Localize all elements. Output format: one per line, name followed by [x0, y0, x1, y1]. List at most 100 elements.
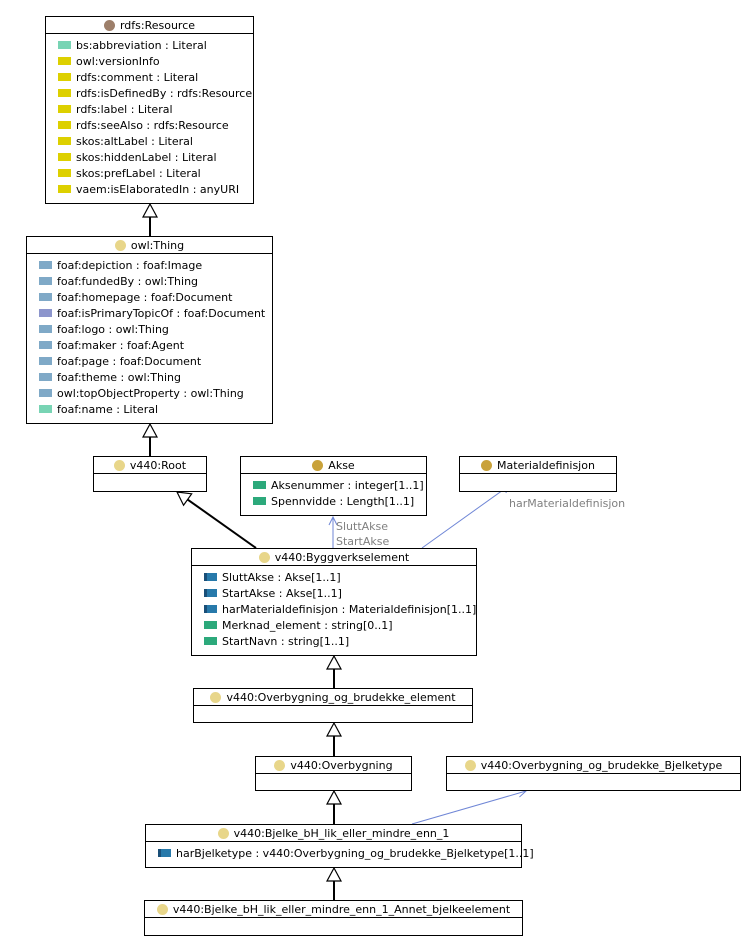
annotation-property-icon — [58, 137, 71, 145]
attribute-row[interactable]: rdfs:label : Literal — [58, 101, 253, 117]
attribute-row[interactable]: StartNavn : string[1..1] — [204, 633, 476, 649]
object-property-icon — [39, 277, 52, 285]
class-v440-overbygning[interactable]: v440:Overbygning — [255, 756, 412, 791]
attribute-label: harMaterialdefinisjon : Materialdefinisj… — [222, 602, 477, 616]
attribute-row[interactable]: Spennvidde : Length[1..1] — [253, 493, 426, 509]
annotation-property-icon — [58, 89, 71, 97]
object-alt-property-icon — [39, 309, 52, 317]
class-v440-bjelke-bh-lik-eller-mindre-enn-1[interactable]: v440:Bjelke_bH_lik_eller_mindre_enn_1 ha… — [145, 824, 534, 868]
association-line-bjelketype — [411, 790, 527, 825]
attribute-label: foaf:fundedBy : owl:Thing — [57, 274, 199, 288]
attribute-label: foaf:maker : foaf:Agent — [57, 338, 185, 352]
generalization-arrow-icon — [325, 721, 343, 737]
class-v440-bjelke-annet-bjelkeelement[interactable]: v440:Bjelke_bH_lik_eller_mindre_enn_1_An… — [144, 900, 523, 936]
object-dark-property-icon — [204, 573, 217, 581]
attribute-row[interactable]: foaf:isPrimaryTopicOf : foaf:Document — [39, 305, 272, 321]
class-header: v440:Overbygning_og_brudekke_Bjelketype — [447, 757, 740, 774]
attribute-label: StartNavn : string[1..1] — [222, 634, 350, 648]
annotation-property-icon — [58, 185, 71, 193]
attribute-row[interactable]: foaf:fundedBy : owl:Thing — [39, 273, 272, 289]
class-header: v440:Overbygning — [256, 757, 411, 774]
attribute-label: skos:hiddenLabel : Literal — [76, 150, 217, 164]
class-v440-root[interactable]: v440:Root — [93, 456, 207, 492]
object-property-icon — [39, 357, 52, 365]
attribute-row[interactable]: foaf:page : foaf:Document — [39, 353, 272, 369]
class-attributes: SluttAkse : Akse[1..1] StartAkse : Akse[1… — [192, 566, 476, 652]
generalization-arrow-icon — [175, 491, 193, 507]
annotation-property-icon — [58, 57, 71, 65]
attribute-label: foaf:name : Literal — [57, 402, 159, 416]
attribute-row[interactable]: Merknad_element : string[0..1] — [204, 617, 476, 633]
attribute-label: vaem:isElaboratedIn : anyURI — [76, 182, 240, 196]
class-attributes — [460, 474, 616, 480]
data-property-icon — [204, 621, 217, 629]
attribute-label: foaf:logo : owl:Thing — [57, 322, 169, 336]
class-name: v440:Overbygning_og_brudekke_Bjelketype — [480, 758, 723, 772]
attribute-row[interactable]: bs:abbreviation : Literal — [58, 37, 253, 53]
attribute-row[interactable]: rdfs:comment : Literal — [58, 69, 253, 85]
object-property-icon — [39, 261, 52, 269]
class-attributes — [447, 774, 740, 780]
attribute-row[interactable]: SluttAkse : Akse[1..1] — [204, 569, 476, 585]
attribute-row[interactable]: skos:prefLabel : Literal — [58, 165, 253, 181]
class-name: Materialdefinisjon — [497, 458, 595, 472]
attribute-row[interactable]: skos:altLabel : Literal — [58, 133, 253, 149]
attribute-row[interactable]: vaem:isElaboratedIn : anyURI — [58, 181, 253, 197]
class-akse[interactable]: Akse Aksenummer : integer[1..1]Spennvidd… — [240, 456, 427, 516]
class-dot-icon — [464, 759, 476, 771]
class-header: v440:Overbygning_og_brudekke_element — [194, 689, 472, 706]
object-property-icon — [39, 389, 52, 397]
attribute-label: SluttAkse : Akse[1..1] — [222, 570, 341, 584]
attribute-row[interactable]: Aksenummer : integer[1..1] — [253, 477, 426, 493]
annotation-property-icon — [58, 73, 71, 81]
generalization-arrow-icon — [325, 866, 343, 882]
class-name: v440:Byggverkselement — [274, 550, 410, 564]
object-property-icon — [39, 293, 52, 301]
class-header: Akse — [241, 457, 426, 474]
attribute-row[interactable]: foaf:logo : owl:Thing — [39, 321, 272, 337]
class-v440-overbygning-og-brudekke-bjelketype[interactable]: v440:Overbygning_og_brudekke_Bjelketype — [446, 756, 741, 791]
attribute-row[interactable]: harMaterialdefinisjon : Materialdefinisj… — [204, 601, 476, 617]
generalization-arrow-icon — [141, 202, 159, 218]
class-v440-overbygning-og-brudekke-element[interactable]: v440:Overbygning_og_brudekke_element — [193, 688, 473, 723]
class-materialdefinisjon[interactable]: Materialdefinisjon — [459, 456, 617, 492]
class-name: owl:Thing — [130, 238, 185, 252]
class-attributes — [145, 918, 522, 924]
class-name: v440:Overbygning — [290, 758, 393, 772]
attribute-row[interactable]: owl:versionInfo — [58, 53, 253, 69]
attribute-label: foaf:depiction : foaf:Image — [57, 258, 203, 272]
generalization-arrow-icon — [325, 654, 343, 670]
class-name: v440:Root — [129, 458, 187, 472]
class-dot-icon — [114, 239, 126, 251]
attribute-label: foaf:page : foaf:Document — [57, 354, 202, 368]
attribute-row[interactable]: foaf:theme : owl:Thing — [39, 369, 272, 385]
class-owl-thing[interactable]: owl:Thing foaf:depiction : foaf:Image foa… — [26, 236, 273, 424]
attribute-row[interactable]: rdfs:seeAlso : rdfs:Resource — [58, 117, 253, 133]
attribute-label: StartAkse : Akse[1..1] — [222, 586, 342, 600]
attribute-row[interactable]: skos:hiddenLabel : Literal — [58, 149, 253, 165]
attribute-row[interactable]: foaf:name : Literal — [39, 401, 272, 417]
attribute-row[interactable]: harBjelketype : v440:Overbygning_og_brud… — [158, 845, 534, 861]
association-line-materialdefinisjon — [421, 484, 511, 549]
class-v440-byggverkselement[interactable]: v440:Byggverkselement SluttAkse : Akse[1… — [191, 548, 477, 656]
class-header: Materialdefinisjon — [460, 457, 616, 474]
edge-label-harmaterialdefinisjon: harMaterialdefinisjon — [509, 497, 626, 510]
attribute-row[interactable]: foaf:depiction : foaf:Image — [39, 257, 272, 273]
literal-property-icon — [58, 41, 71, 49]
attribute-row[interactable]: rdfs:isDefinedBy : rdfs:Resource — [58, 85, 253, 101]
class-header: v440:Root — [94, 457, 206, 474]
attribute-row[interactable]: StartAkse : Akse[1..1] — [204, 585, 476, 601]
data-property-icon — [253, 481, 266, 489]
object-dark-property-icon — [204, 589, 217, 597]
attribute-row[interactable]: owl:topObjectProperty : owl:Thing — [39, 385, 272, 401]
generalization-arrow-icon — [325, 789, 343, 805]
attribute-label: Merknad_element : string[0..1] — [222, 618, 393, 632]
attribute-row[interactable]: foaf:maker : foaf:Agent — [39, 337, 272, 353]
class-attributes — [194, 706, 472, 712]
attribute-label: Aksenummer : integer[1..1] — [271, 478, 424, 492]
attribute-row[interactable]: foaf:homepage : foaf:Document — [39, 289, 272, 305]
class-dot-icon — [103, 19, 115, 31]
attribute-label: rdfs:comment : Literal — [76, 70, 199, 84]
